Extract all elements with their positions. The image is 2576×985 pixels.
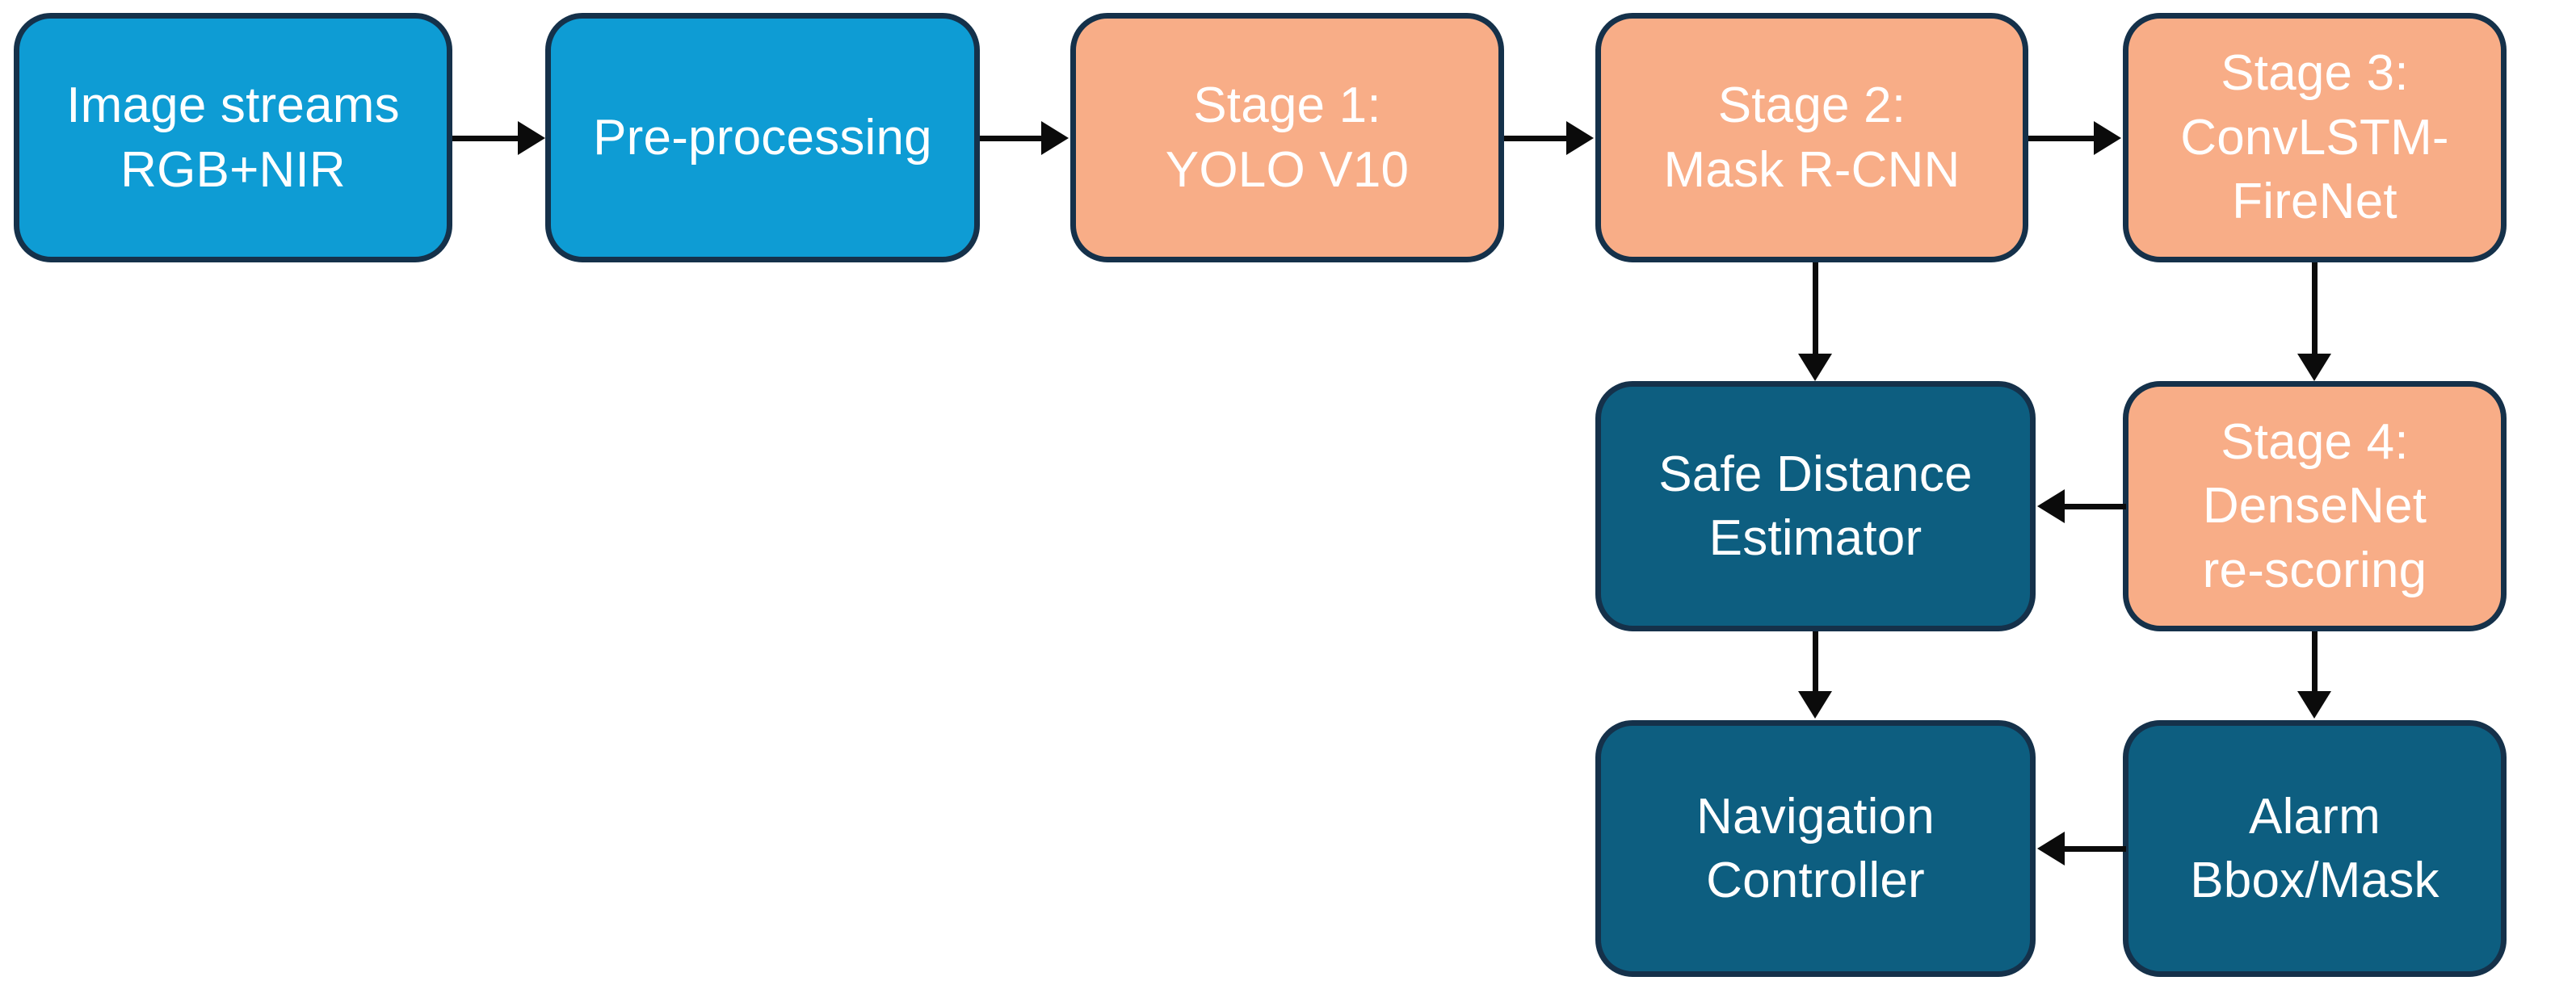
arrowhead-icon <box>2297 691 2331 719</box>
edge-stage-4-to-alarm-bbox-mask <box>2312 631 2318 694</box>
node-safe-distance-estimator[interactable]: Safe Distance Estimator <box>1595 381 2036 631</box>
node-label: Alarm Bbox/Mask <box>2190 788 2439 908</box>
arrowhead-icon <box>1798 691 1832 719</box>
edge-stage-2-to-safe-distance-estimator <box>1813 262 1818 358</box>
node-image-streams[interactable]: Image streams RGB+NIR <box>14 13 452 262</box>
edge-stage-4-to-safe-distance-estimator <box>2065 504 2126 509</box>
node-stage-1-yolo-v10[interactable]: Stage 1: YOLO V10 <box>1070 13 1504 262</box>
edge-stage-3-to-stage-4 <box>2312 262 2318 358</box>
node-label: Navigation Controller <box>1696 788 1935 908</box>
node-label: Pre-processing <box>593 109 932 166</box>
arrowhead-icon <box>2037 489 2065 523</box>
arrowhead-icon <box>1566 121 1594 155</box>
arrowhead-icon <box>2297 354 2331 381</box>
node-stage-4-densenet-re-scoring[interactable]: Stage 4: DenseNet re-scoring <box>2123 381 2507 631</box>
node-label: Stage 2: Mask R-CNN <box>1663 78 1960 198</box>
node-label: Stage 1: YOLO V10 <box>1165 78 1410 198</box>
node-label: Stage 4: DenseNet re-scoring <box>2202 413 2427 598</box>
arrowhead-icon <box>1041 121 1069 155</box>
node-pre-processing[interactable]: Pre-processing <box>545 13 980 262</box>
arrowhead-icon <box>1798 354 1832 381</box>
edge-stage-1-to-stage-2 <box>1504 136 1568 141</box>
node-alarm-bbox-mask[interactable]: Alarm Bbox/Mask <box>2123 720 2507 977</box>
arrowhead-icon <box>2094 121 2121 155</box>
arrowhead-icon <box>518 121 545 155</box>
node-stage-2-mask-rcnn[interactable]: Stage 2: Mask R-CNN <box>1595 13 2028 262</box>
node-navigation-controller[interactable]: Navigation Controller <box>1595 720 2036 977</box>
node-label: Safe Distance Estimator <box>1658 446 1973 566</box>
edge-alarm-bbox-mask-to-navigation-controller <box>2065 846 2126 852</box>
edge-stage-2-to-stage-3 <box>2028 136 2095 141</box>
edge-safe-distance-estimator-to-navigation-controller <box>1813 631 1818 694</box>
node-label: Stage 3: ConvLSTM- FireNet <box>2180 45 2449 230</box>
node-stage-3-convlstm-firenet[interactable]: Stage 3: ConvLSTM- FireNet <box>2123 13 2507 262</box>
edge-pre-processing-to-stage-1 <box>980 136 1043 141</box>
edge-image-streams-to-pre-processing <box>452 136 521 141</box>
arrowhead-icon <box>2037 832 2065 866</box>
node-label: Image streams RGB+NIR <box>66 78 400 198</box>
